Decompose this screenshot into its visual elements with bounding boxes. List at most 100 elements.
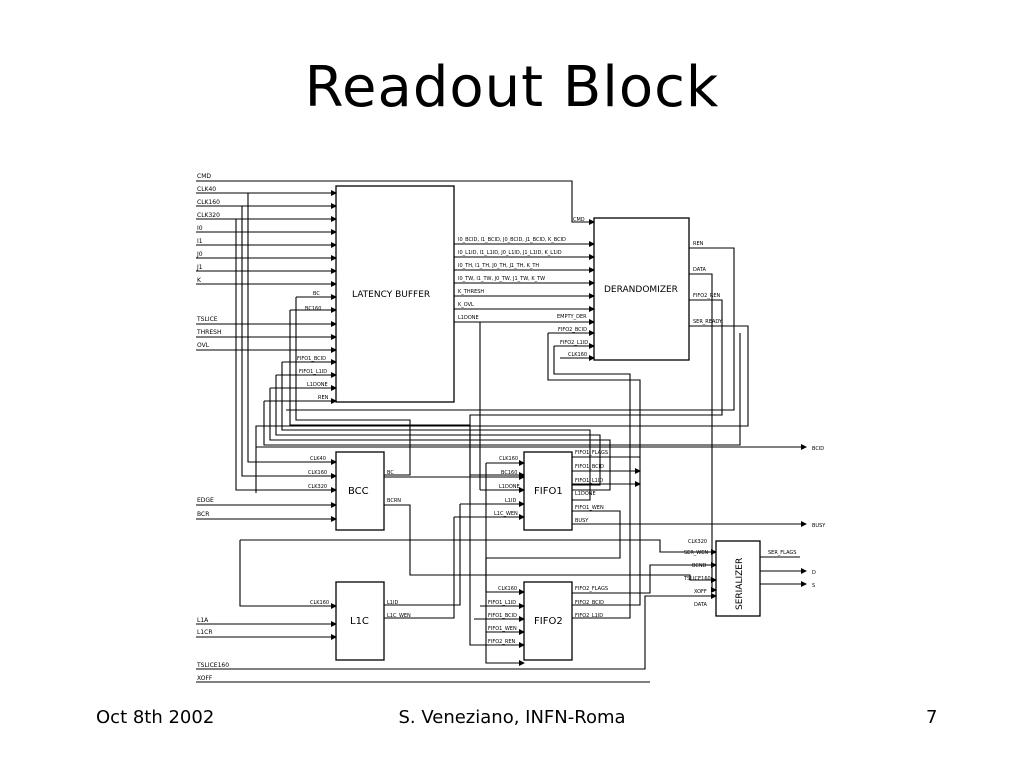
input-i1: I1: [197, 238, 203, 245]
input-i0: I0: [197, 225, 203, 232]
bcc-label: BCC: [348, 486, 369, 497]
fifo2-pin-flags: FIFO2_FLAGS: [575, 586, 608, 592]
lb-out-3: I0_TH, I1_TH, J0_TH, J1_TH, K_TH: [458, 263, 539, 269]
footer-page-number: 7: [926, 707, 938, 728]
input-l1a: L1A: [197, 617, 209, 624]
ser-pin-tslice160: TSLICE160: [683, 576, 711, 582]
bcc-pin-clk40: CLK40: [310, 456, 326, 462]
fifo2-pin-fifo2-ren: FIFO2_REN: [488, 639, 515, 645]
bcc-pin-clk160: CLK160: [308, 470, 327, 476]
ser-pin-xoff: XOFF: [694, 589, 707, 595]
der-pin-ser-ready: SER_READY: [693, 319, 723, 325]
lb-out-6: K_OVL: [458, 302, 474, 308]
derandomizer-label: DERANDOMIZER: [604, 285, 678, 295]
fifo2-pin-fifo1-l1id: FIFO1_L1ID: [488, 600, 516, 606]
l1c-pin-l1id: L1ID: [387, 600, 398, 606]
fifo1-pin-l1done: L1DONE: [499, 484, 520, 490]
fifo1-pin-busy: BUSY: [575, 518, 589, 524]
output-busy: BUSY: [812, 523, 826, 529]
lb-out-2: I0_L1ID, I1_L1ID, J0_L1ID, J1_L1ID, K_L1…: [458, 250, 562, 256]
lb-out-7: L1DONE: [458, 315, 479, 321]
fifo1-pin-bcid: FIFO1_BCID: [575, 464, 604, 470]
input-j0: J0: [196, 251, 203, 258]
fifo2-pin-fifo1-wen: FIFO1_WEN: [488, 626, 517, 632]
input-clk40: CLK40: [197, 186, 216, 193]
input-tslice160: TSLICE160: [196, 662, 229, 669]
ser-pin-data: DATA: [694, 602, 707, 608]
output-bcid: BCID: [812, 446, 824, 452]
input-clk320: CLK320: [197, 212, 220, 219]
footer-author: S. Veneziano, INFN-Roma: [398, 707, 626, 728]
fifo1-label: FIFO1: [534, 486, 563, 497]
fifo1-pin-bc160: BC160: [501, 470, 517, 476]
fifo2-pin-fifo1-bcid: FIFO1_BCID: [488, 613, 517, 619]
lb-pin-bc: BC: [313, 291, 320, 297]
l1c-pin-wen: L1C_WEN: [387, 613, 411, 619]
der-pin-ren: REN: [693, 241, 704, 247]
input-thresh: THRESH: [196, 329, 221, 336]
input-tslice: TSLICE: [196, 316, 218, 323]
lb-pin-ren: REN: [318, 395, 329, 401]
serializer-block: [715, 540, 761, 617]
serializer-label: SERIALIZER: [735, 558, 745, 610]
fifo1-pin-l1done-out: L1DONE: [575, 491, 596, 497]
latency-buffer-pins: BC BC160 FIFO1_BCID FIFO1_L1ID L1DONE RE…: [263, 291, 741, 501]
input-wires: [196, 180, 717, 683]
lb-out-1: I0_BCID, I1_BCID, J0_BCID, J1_BCID, K_BC…: [458, 237, 566, 243]
l1c-pin-clk160: CLK160: [310, 600, 329, 606]
bcc-pin-bc: BC: [387, 470, 394, 476]
input-l1cr: L1CR: [197, 629, 213, 636]
serializer-pins: CLK320 SER_WEN BCND TSLICE160 XOFF DATA …: [683, 539, 816, 608]
latency-buffer-outputs: I0_BCID, I1_BCID, J0_BCID, J1_BCID, K_BC…: [454, 237, 595, 325]
lb-pin-bc160: BC160: [305, 306, 321, 312]
fifo2-label: FIFO2: [534, 616, 563, 627]
fifo1-pin-flags: FIFO1_FLAGS: [575, 450, 608, 456]
l1c-block: [335, 581, 385, 661]
input-clk160: CLK160: [197, 199, 220, 206]
fifo1-block: [523, 451, 573, 531]
fifo1-pin-clk160: CLK160: [499, 456, 518, 462]
derandomizer-block: [593, 217, 690, 361]
fifo1-pin-l1id-out: FIFO1_L1ID: [575, 478, 603, 484]
input-labels: CMD CLK40 CLK160 CLK320 I0 I1 J0 J1 K TS…: [196, 173, 229, 682]
bcc-block: [335, 451, 385, 531]
fifo2-block: [523, 581, 573, 661]
der-pin-fifo2-ren: FIFO2_REN: [693, 293, 720, 299]
input-j1: J1: [196, 264, 203, 271]
fifo1-pins: CLK160 BC160 L1DONE L1ID L1C_WEN FIFO1_F…: [384, 322, 807, 666]
latency-buffer-label: LATENCY BUFFER: [352, 290, 430, 300]
der-pin-clk160: CLK160: [568, 352, 587, 358]
input-bcr: BCR: [197, 511, 209, 518]
bcc-pins: CLK40 CLK160 CLK320 BC BCRN: [308, 456, 717, 583]
lb-out-4: I0_TW, I1_TW, J0_TW, J1_TW, K_TW: [458, 276, 545, 282]
fifo2-pin-bcid: FIFO2_BCID: [575, 600, 604, 606]
lb-pin-l1done: L1DONE: [307, 382, 328, 388]
slide-title: Readout Block: [304, 55, 720, 120]
fifo1-pin-wen: FIFO1_WEN: [575, 505, 604, 511]
input-edge: EDGE: [197, 497, 214, 504]
input-cmd: CMD: [197, 173, 211, 180]
der-pin-data: DATA: [693, 267, 706, 273]
derandomizer-pins: CMD EMPTY_DER FIFO2_BCID FIFO2_L1ID CLK1…: [255, 217, 749, 648]
output-s: S: [812, 583, 815, 589]
der-pin-fifo2-bcid: FIFO2_BCID: [558, 327, 587, 333]
der-pin-cmd: CMD: [573, 217, 585, 223]
output-d: D: [812, 570, 816, 576]
der-pin-empty: EMPTY_DER: [557, 314, 587, 320]
bcc-pin-bcrn: BCRN: [387, 498, 401, 504]
lb-out-5: K_THRESH: [458, 289, 484, 295]
input-k: K: [197, 277, 202, 284]
input-ovl: OVL: [197, 342, 210, 349]
fifo2-pins: CLK160 FIFO1_L1ID FIFO1_BCID FIFO1_WEN F…: [474, 463, 717, 645]
fifo2-pin-l1id: FIFO2_L1ID: [575, 613, 603, 619]
footer-date: Oct 8th 2002: [96, 707, 215, 728]
ser-pin-ser-flags: SER_FLAGS: [768, 550, 796, 556]
bcc-pin-clk320: CLK320: [308, 484, 327, 490]
l1c-label: L1C: [350, 616, 369, 627]
ser-pin-bcnd: BCND: [692, 563, 707, 569]
der-pin-fifo2-l1id: FIFO2_L1ID: [560, 340, 588, 346]
fifo2-pin-clk160: CLK160: [498, 586, 517, 592]
latency-buffer-block: [335, 185, 455, 403]
l1c-pins: CLK160 L1ID L1C_WEN: [310, 600, 411, 619]
